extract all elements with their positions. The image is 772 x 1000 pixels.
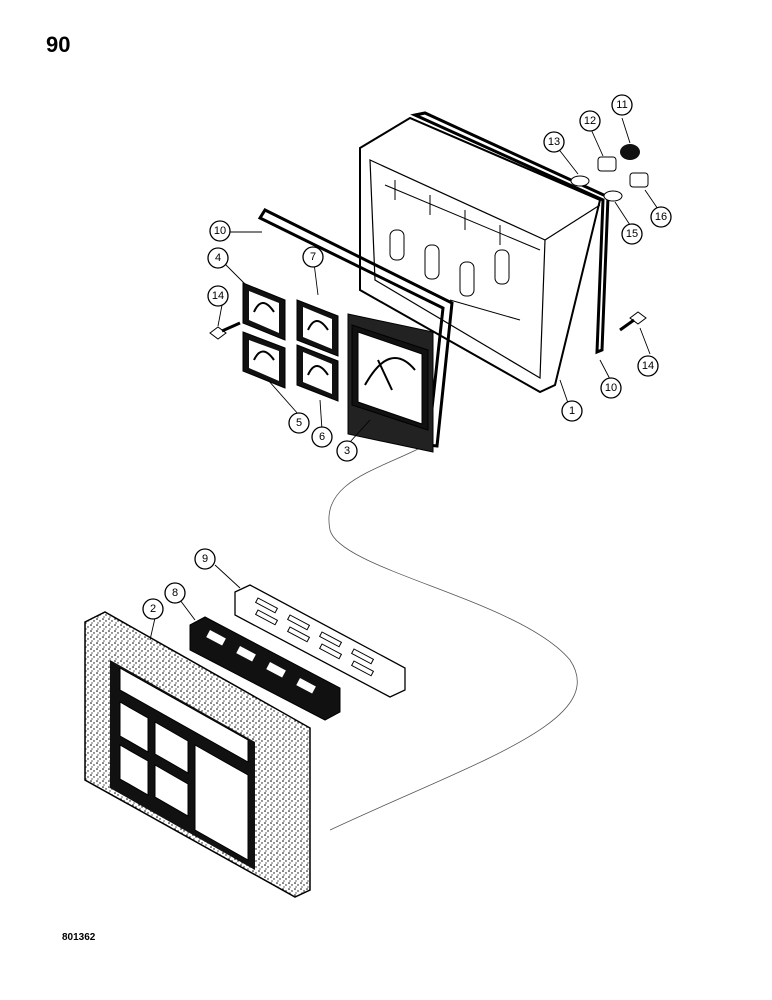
front-panel — [84, 611, 311, 898]
callout-9: 9 — [194, 548, 216, 570]
callout-14-left: 14 — [207, 285, 229, 307]
callout-10-right: 10 — [600, 377, 622, 399]
gauge-6 — [296, 344, 339, 402]
svg-text:14: 14 — [642, 360, 654, 372]
housing — [359, 116, 602, 394]
callout-13: 13 — [543, 131, 565, 153]
socket-12 — [597, 156, 617, 172]
callout-3: 3 — [336, 440, 358, 462]
callout-7: 7 — [302, 246, 324, 268]
svg-text:1: 1 — [569, 405, 575, 417]
svg-text:4: 4 — [215, 252, 221, 264]
svg-text:16: 16 — [655, 211, 667, 223]
callout-16: 16 — [650, 206, 672, 228]
svg-text:6: 6 — [319, 431, 325, 443]
svg-text:10: 10 — [214, 225, 226, 237]
callout-1: 1 — [561, 400, 583, 422]
svg-text:13: 13 — [548, 136, 560, 148]
socket-16 — [629, 172, 649, 188]
page-number: 90 — [46, 32, 71, 57]
svg-text:2: 2 — [150, 603, 156, 615]
svg-text:3: 3 — [344, 445, 350, 457]
callout-4: 4 — [207, 247, 229, 269]
svg-text:12: 12 — [584, 115, 596, 127]
callout-12: 12 — [579, 110, 601, 132]
svg-text:15: 15 — [626, 228, 638, 240]
assembly-path-line — [328, 442, 578, 831]
screw-left — [209, 321, 241, 340]
gauge-5 — [242, 331, 286, 389]
bulb-13 — [570, 175, 590, 187]
callout-8: 8 — [164, 582, 186, 604]
gauge-4 — [242, 282, 286, 341]
gauge-7 — [296, 299, 339, 357]
housing-gasket — [410, 111, 610, 355]
svg-text:14: 14 — [212, 290, 224, 302]
svg-text:9: 9 — [202, 553, 208, 565]
large-gauge — [347, 313, 434, 453]
callout-6: 6 — [311, 426, 333, 448]
figure-id: 801362 — [62, 932, 96, 943]
svg-text:10: 10 — [605, 382, 617, 394]
svg-text:11: 11 — [616, 99, 627, 111]
screw-right — [619, 311, 647, 332]
leader-lines — [149, 117, 661, 641]
svg-text:7: 7 — [310, 251, 316, 263]
bulb-15 — [603, 190, 623, 202]
svg-text:5: 5 — [296, 417, 302, 429]
callout-2: 2 — [142, 598, 164, 620]
callout-11: 11 — [611, 94, 633, 116]
callout-5: 5 — [288, 412, 310, 434]
callout-10-left: 10 — [209, 220, 231, 242]
callout-14-right: 14 — [637, 355, 659, 377]
callout-15: 15 — [621, 223, 643, 245]
svg-text:8: 8 — [172, 587, 178, 599]
bezel-plate — [234, 584, 406, 698]
bulb-socket-11 — [620, 144, 640, 160]
indicator-panel — [189, 616, 341, 721]
